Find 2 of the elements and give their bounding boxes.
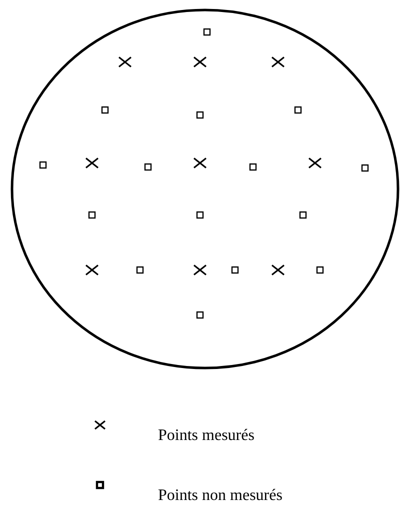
legend-label: Points non mesurés bbox=[158, 487, 282, 505]
legend-label: Points mesurés bbox=[158, 427, 254, 445]
